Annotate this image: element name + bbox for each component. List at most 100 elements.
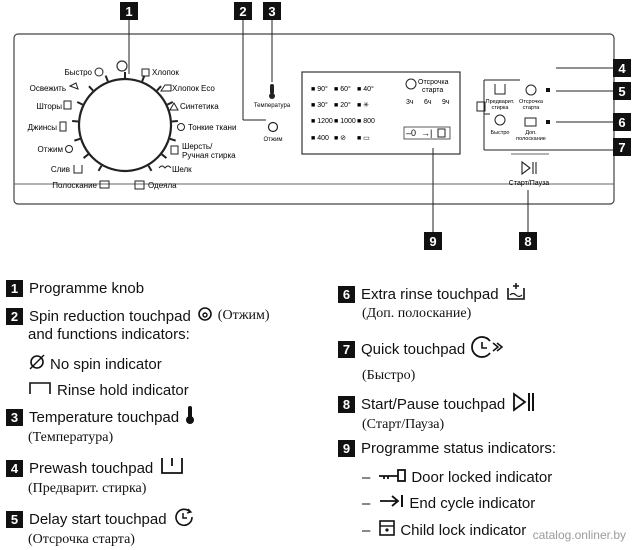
extra-rinse-led (546, 120, 550, 124)
legend-badge: 2 (6, 307, 23, 325)
legend-item-9: 9 Programme status indicators: (338, 440, 556, 457)
legend-sub-no-spin: No spin indicator (28, 353, 162, 375)
dial-label-delicates: Тонкие ткани (188, 123, 236, 132)
extra-rinse-label-2: полоскание (516, 136, 546, 142)
dial-label-synthetics: Синтетика (180, 102, 219, 111)
extra-rinse-touchpad[interactable]: Доп. полоскание (516, 130, 546, 142)
rinse-hold-icon (28, 380, 52, 400)
spin-icon (197, 306, 213, 326)
legend-text: Delay start touchpad (29, 510, 167, 528)
legend-sub-rinse-hold: Rinse hold indicator (28, 380, 189, 400)
legend-text: Spin reduction touchpad (29, 307, 191, 325)
svg-text:2: 2 (239, 4, 246, 19)
legend-text: Programme status indicators: (361, 440, 557, 457)
legend-item-8: 8 Start/Pause touchpad (338, 391, 537, 417)
dial-label-handwash: Ручная стирка (182, 151, 236, 160)
quick-program-icon (94, 67, 104, 77)
cotton-program-icon (141, 68, 150, 77)
legend-sub-text: No spin indicator (50, 355, 162, 373)
dial-label-cotton-eco: Хлопок Eco (172, 84, 215, 93)
delay-label-2: старта (523, 105, 541, 111)
legend-item-6: 6 Extra rinse touchpad (338, 282, 527, 306)
legend-text: Start/Pause touchpad (361, 395, 506, 413)
callout-1: 1 (120, 2, 138, 20)
knob-marker (116, 60, 128, 72)
start-pause-legend-icon (511, 391, 537, 417)
start-pause-touchpad[interactable]: Старт/Пауза (509, 153, 550, 187)
delay-display-icon (405, 78, 417, 90)
drain-program-icon (73, 165, 83, 174)
hours-6: 6ч (424, 99, 432, 106)
legend-badge: 7 (338, 340, 355, 358)
temp-90: ■ 90° (311, 85, 328, 93)
dial-label-duvets: Одеяла (148, 181, 177, 190)
thermometer-icon (185, 405, 195, 429)
temperature-touchpad[interactable]: Температура (254, 84, 291, 109)
jeans-program-icon (59, 121, 67, 132)
quick-touchpad[interactable]: Быстро (491, 130, 510, 136)
door-lock-icon (378, 467, 408, 487)
dial-label-rinse: Полоскание (52, 181, 97, 190)
legend-item-4: 4 Prewash touchpad (6, 456, 185, 480)
legend-sub-text: Rinse hold indicator (57, 381, 189, 399)
prewash-label: Предварит. (486, 99, 515, 105)
start-pause-label: Старт/Пауза (509, 180, 550, 187)
start-pause-icon (521, 160, 537, 176)
spin-program-icon (65, 145, 73, 153)
legend-text-2: and functions indicators: (28, 326, 190, 343)
spin-touchpad[interactable]: Отжим (263, 121, 283, 144)
legend-item-5: 5 Delay start touchpad (6, 507, 195, 531)
callout-6: 6 (613, 113, 631, 131)
legend-item-2: 2 Spin reduction touchpad (Отжим) (6, 306, 270, 326)
legend-text: Programme knob (29, 280, 145, 297)
callout-8: 8 (519, 232, 537, 250)
legend-ru: (Отсрочка старта) (28, 532, 135, 547)
legend-ru: (Температура) (28, 430, 114, 445)
dial-label-silk: Шелк (172, 165, 192, 174)
legend-ru: (Отжим) (217, 308, 270, 323)
programme-knob[interactable] (72, 72, 178, 173)
rinse-hold-display-icon: ■ ▭ (357, 135, 370, 142)
knob-tick (156, 85, 162, 92)
legend-ru: (Доп. полоскание) (362, 306, 472, 321)
svg-text:6: 6 (618, 115, 625, 130)
legend-sub-end-cycle: – End cycle indicator (362, 493, 536, 513)
legend-sub-door-lock: – Door locked indicator (362, 467, 553, 487)
legend-badge: 1 (6, 280, 23, 297)
knob-tick (76, 101, 84, 106)
legend-badge: 4 (6, 459, 23, 477)
legend-text: Quick touchpad (361, 340, 466, 358)
legend-item-3: 3 Temperature touchpad (6, 405, 195, 429)
spin-400: ■ 400 (311, 135, 329, 142)
legend-item-4-ru: (Предварит. стирка) (28, 481, 146, 497)
delay-start-touchpad[interactable]: Отсрочка старта (519, 99, 544, 111)
duvets-program-icon (134, 180, 145, 190)
legend-badge: 5 (6, 510, 23, 528)
temp-60: ■ 60° (334, 85, 351, 93)
prewash-touchpad[interactable]: Предварит. стирка (486, 99, 515, 111)
dial-label-quick: Быстро (64, 68, 92, 77)
legend-item-7-ru: (Быстро) (362, 368, 415, 384)
legend-badge: 3 (6, 408, 23, 426)
delay-label: Отсрочка (519, 99, 544, 105)
dial-label-cotton: Хлопок (152, 68, 179, 77)
callout-3: 3 (263, 2, 281, 20)
legend-item-1: 1 Programme knob (6, 280, 144, 297)
legend-text: Prewash touchpad (29, 459, 154, 477)
prewash-legend-icon (159, 456, 185, 480)
knob-tick (161, 153, 168, 159)
legend-badge: 6 (338, 285, 355, 303)
hours-9: 9ч (442, 99, 450, 106)
knob-tick (97, 165, 103, 172)
legend-item-8-ru: (Старт/Пауза) (362, 417, 444, 433)
spin-800: ■ 800 (357, 118, 375, 125)
knob-tick (169, 137, 176, 142)
dial-label-wool: Шерсть/ (182, 142, 213, 151)
callout-9: 9 (424, 232, 442, 250)
end-cycle-icon (378, 493, 406, 513)
knob-tick (74, 137, 81, 142)
callout-5: 5 (613, 82, 631, 100)
svg-text:5: 5 (618, 84, 625, 99)
temp-30: ■ 30° (311, 101, 328, 109)
legend-badge: 8 (338, 395, 355, 413)
